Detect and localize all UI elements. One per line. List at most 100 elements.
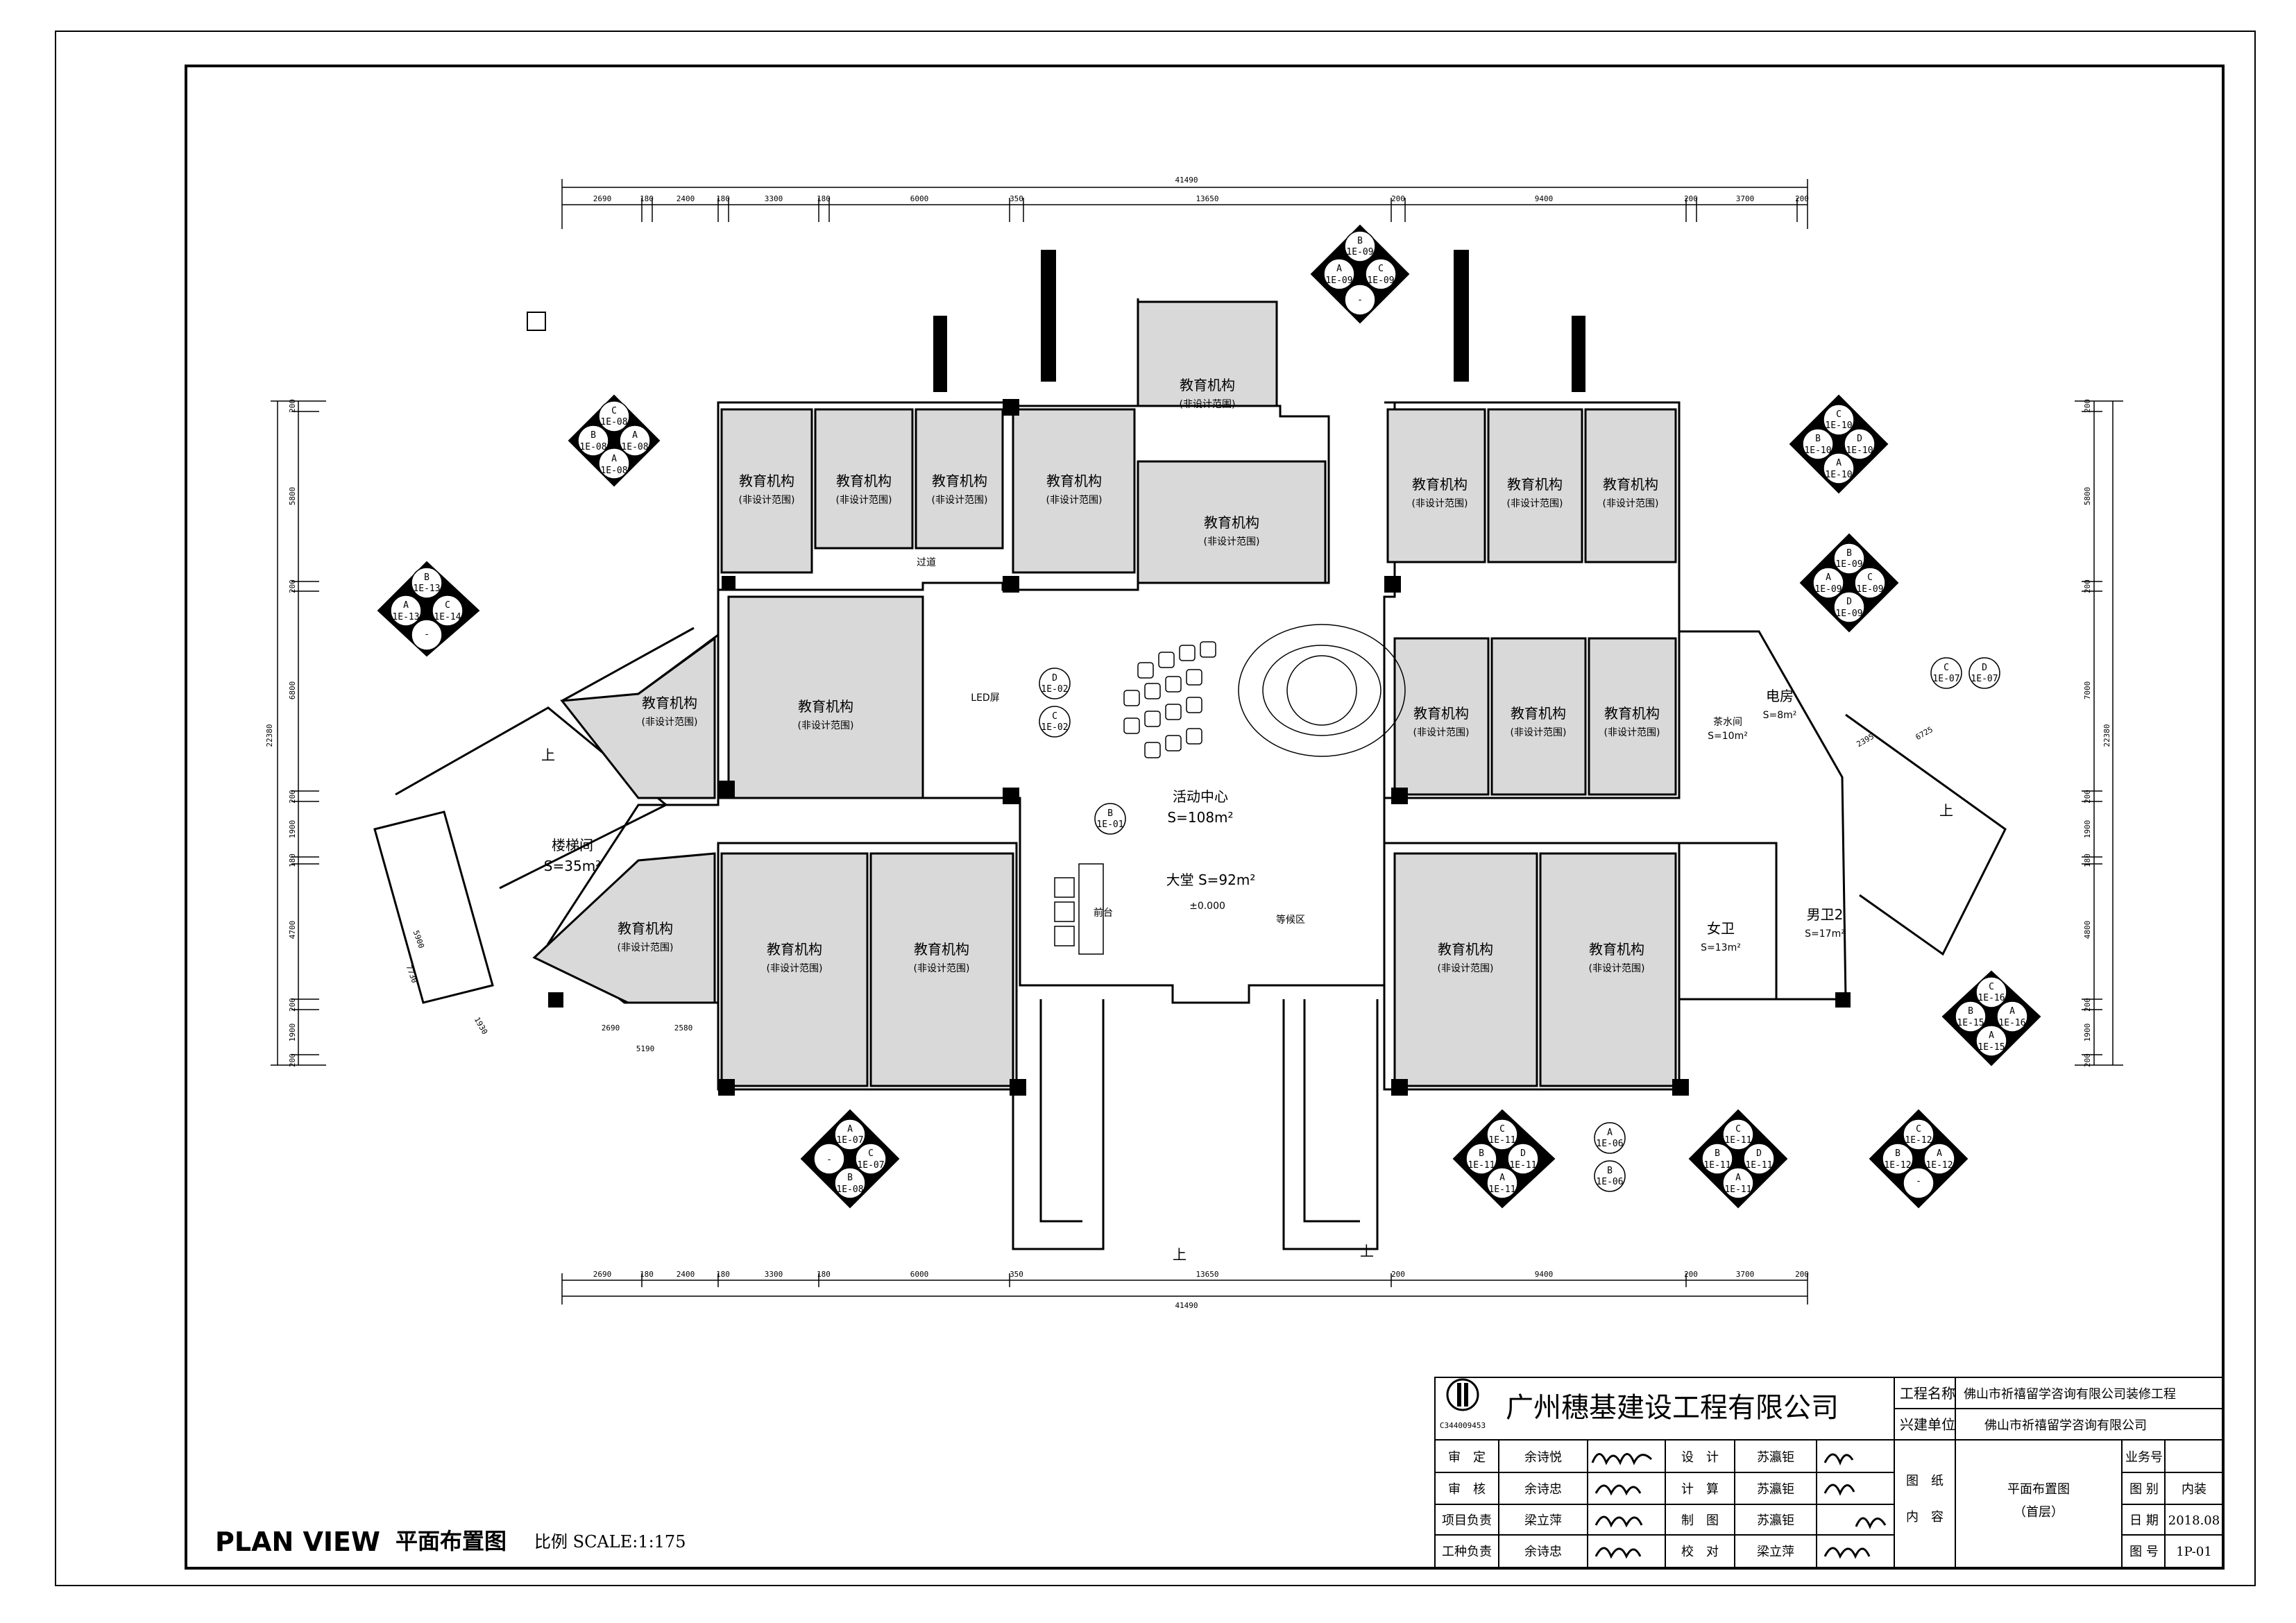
tag-code: 1E-15 [1957, 1018, 1984, 1028]
bottom-dim-label: 2400 [677, 1270, 695, 1279]
top-dim-label: 200 [1684, 194, 1698, 203]
right-dim-label: 4800 [2083, 921, 2092, 940]
tag-letter: C [1989, 982, 1994, 992]
room-block [869, 852, 1014, 1087]
tag-code: 1E-14 [434, 612, 461, 622]
tag-code: 1E-09 [1346, 247, 1373, 257]
top-dim-label: 200 [1391, 194, 1405, 203]
tag-code: 1E-16 [1998, 1018, 2025, 1028]
room-sublabel: (非设计范围) [1603, 498, 1659, 509]
tag-letter: C [1836, 409, 1842, 420]
tag-code: 1E-11 [1724, 1184, 1751, 1195]
room-block [1137, 460, 1327, 584]
tag-letter: B [1107, 808, 1113, 819]
bottom-dim-label: 2690 [593, 1270, 612, 1279]
room-sublabel: (非设计范围) [836, 494, 892, 506]
tb-name2: 苏瀛钜 [1757, 1481, 1794, 1497]
tea-room-area: S=10m² [1708, 731, 1748, 742]
corridor-label: 过道 [917, 557, 936, 568]
stair-room-area: S=35m² [544, 858, 601, 874]
tag-code: 1E-06 [1596, 1139, 1623, 1149]
elevation-tag-diamond [800, 1109, 900, 1209]
room-label: 教育机构 [1413, 705, 1469, 722]
room-label: 教育机构 [1603, 476, 1658, 493]
room-sublabel: (非设计范围) [1438, 962, 1494, 974]
business-no-label: 业务号 [2125, 1450, 2163, 1465]
bottom-dim-label: 3700 [1736, 1270, 1755, 1279]
right-dim-label: 7000 [2083, 681, 2092, 700]
tag-letter: D [1982, 663, 1987, 673]
up-label: 上 [541, 747, 555, 763]
bottom-dim-label: 3300 [765, 1270, 783, 1279]
tag-code: 1E-07 [1932, 674, 1959, 684]
left-dim-label: 200 [288, 579, 297, 593]
tb-name2: 苏瀛钜 [1757, 1513, 1794, 1528]
title-block [1434, 1377, 2224, 1569]
up-label: 上 [1939, 802, 1953, 819]
tb-role: 审 核 [1448, 1482, 1486, 1497]
tag-letter: D [1052, 673, 1057, 683]
tag-code: 1E-13 [392, 612, 419, 622]
left-dim-label: 1900 [288, 1023, 297, 1042]
right-dim-label: 200 [2083, 998, 2092, 1012]
tag-letter: - [826, 1155, 832, 1165]
top-dim-label: 9400 [1535, 194, 1554, 203]
room-sublabel: (非设计范围) [1604, 726, 1660, 738]
room-block [915, 408, 1004, 550]
top-dim-label: 13650 [1196, 194, 1218, 203]
room-sublabel: (非设计范围) [739, 494, 795, 506]
tag-letter: B [1715, 1148, 1720, 1159]
left-dim-label: 200 [288, 998, 297, 1012]
tag-letter: B [847, 1173, 853, 1183]
tag-letter: B [1479, 1148, 1484, 1159]
room-label: 教育机构 [932, 473, 987, 489]
tag-letter: C [868, 1148, 874, 1159]
room-block [532, 852, 716, 1004]
bottom-dim-label: 13650 [1196, 1270, 1218, 1279]
left-dim-label: 180 [288, 853, 297, 867]
activity-center-label: 活动中心 [1173, 788, 1228, 805]
room-label: 教育机构 [739, 473, 794, 489]
bottom-dim-label: 180 [640, 1270, 654, 1279]
tag-code: 1E-12 [1884, 1160, 1911, 1171]
right-dim-label: 180 [2083, 853, 2092, 867]
room-label: 教育机构 [1507, 476, 1563, 493]
left-dim-total: 22380 [265, 724, 274, 747]
tag-code: 1E-07 [1971, 674, 1998, 684]
drawing-name: 平面布置图 [2007, 1482, 2070, 1497]
tb-role: 项目负责 [1442, 1513, 1492, 1528]
tag-code: 1E-10 [1804, 445, 1831, 456]
tag-code: 1E-08 [600, 417, 627, 427]
room-sublabel: (非设计范围) [1412, 498, 1468, 509]
tag-letter: D [1756, 1148, 1762, 1159]
tag-code: 1E-09 [1814, 584, 1842, 595]
room-label: 教育机构 [1412, 476, 1468, 493]
left-dim-labels: 200 5800 200 6800 200 1900 180 4700 200 … [288, 399, 297, 1067]
misc-dim-label: 2395 [1855, 732, 1876, 749]
room-label: 教育机构 [836, 473, 892, 489]
electric-room-label: 电房 [1766, 688, 1794, 704]
female-wc-label: 女卫 [1707, 920, 1735, 937]
tb-name: 梁立萍 [1524, 1513, 1562, 1528]
tag-code: 1E-09 [1835, 559, 1862, 570]
room-block [1487, 408, 1583, 563]
tag-code: 1E-10 [1825, 470, 1852, 480]
male-wc-area: S=17m² [1805, 928, 1845, 940]
tag-letter: C [1735, 1124, 1741, 1135]
elevation-tag-diamond [568, 394, 661, 487]
tag-code: 1E-11 [1724, 1135, 1751, 1146]
tag-letter: A [1937, 1148, 1942, 1159]
room-block [1386, 408, 1486, 563]
elevation-tags [377, 224, 2041, 1209]
room-sublabel: (非设计范围) [1046, 494, 1103, 506]
room-block [727, 595, 924, 799]
tag-letter: B [1895, 1148, 1900, 1159]
tag-code: 1E-11 [1703, 1160, 1730, 1171]
tb-role2: 制 图 [1681, 1513, 1719, 1528]
tag-code: 1E-08 [600, 466, 627, 476]
right-dim-total: 22380 [2102, 724, 2111, 747]
room-sublabel: (非设计范围) [1204, 536, 1260, 547]
tag-letter: - [1357, 295, 1363, 305]
tag-code: 1E-11 [1468, 1160, 1495, 1171]
tag-code: 1E-06 [1596, 1177, 1623, 1187]
